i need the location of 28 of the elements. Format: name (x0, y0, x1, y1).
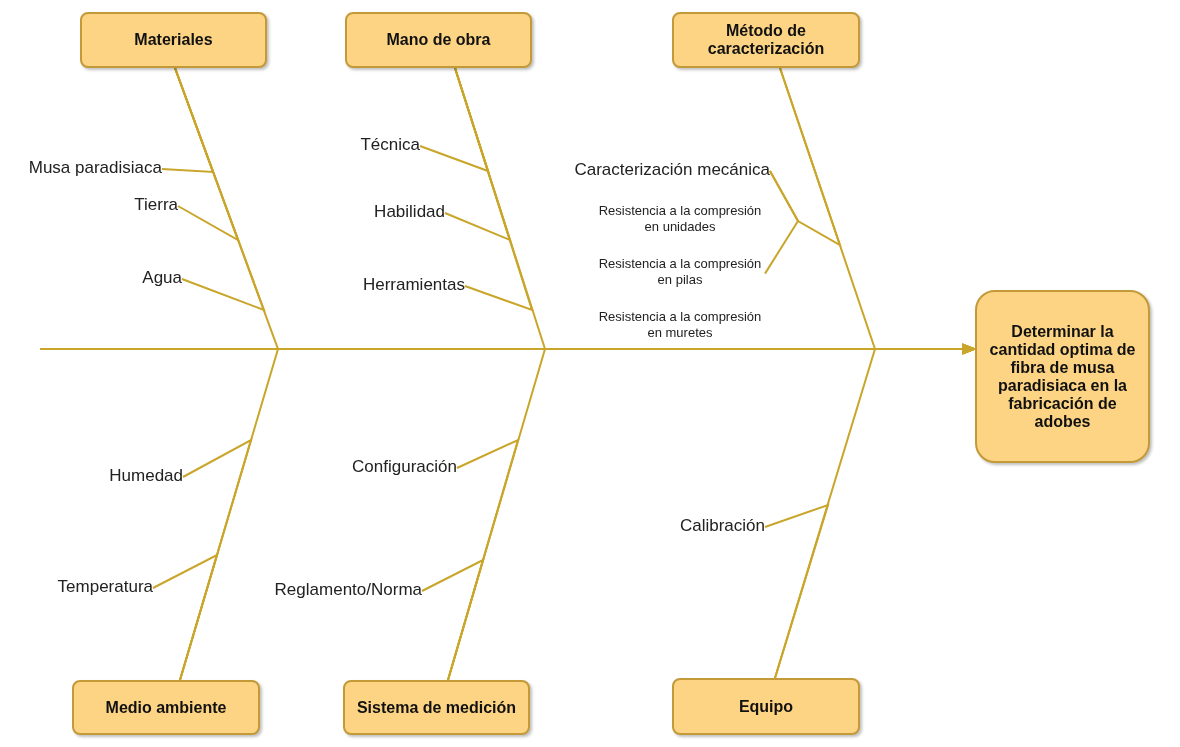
cause-label: Habilidad (374, 202, 445, 222)
cause-label: Agua (142, 268, 182, 288)
cause-label: Herramientas (362, 275, 465, 295)
cause-label: Temperatura (57, 577, 153, 597)
cause-label: Tierra (134, 195, 178, 215)
branch-line (174, 67, 266, 312)
cause-label: Resistencia a la compresión en unidades (595, 203, 765, 235)
category-box: Sistema de medición (343, 680, 530, 735)
cause-label: Reglamento/Norma (274, 580, 422, 600)
cause-label: Caracterización mecánica (574, 160, 770, 180)
cause-label: Calibración (679, 516, 765, 536)
category-box: Mano de obra (345, 12, 532, 68)
cause-label: Técnica (360, 135, 420, 155)
cause-label: Resistencia a la compresión en pilas (595, 256, 765, 288)
cause-label: Musa paradisiaca (28, 158, 162, 178)
category-box: Medio ambiente (72, 680, 260, 735)
effect-box: Determinar la cantidad optima de fibra de musa paradisiaca en la fabricación de adobes (975, 290, 1150, 463)
category-box: Materiales (80, 12, 267, 68)
category-box: Método de caracterización (672, 12, 860, 68)
cause-label: Resistencia a la compresión en muretes (595, 309, 765, 341)
cause-label: Humedad (109, 466, 183, 486)
category-box: Equipo (672, 678, 860, 735)
branch-line (764, 170, 800, 275)
branch-line (152, 553, 219, 681)
cause-label: Configuración (352, 457, 457, 477)
branch-line (454, 67, 534, 312)
branch-line (764, 503, 830, 679)
branch-line (421, 558, 485, 681)
